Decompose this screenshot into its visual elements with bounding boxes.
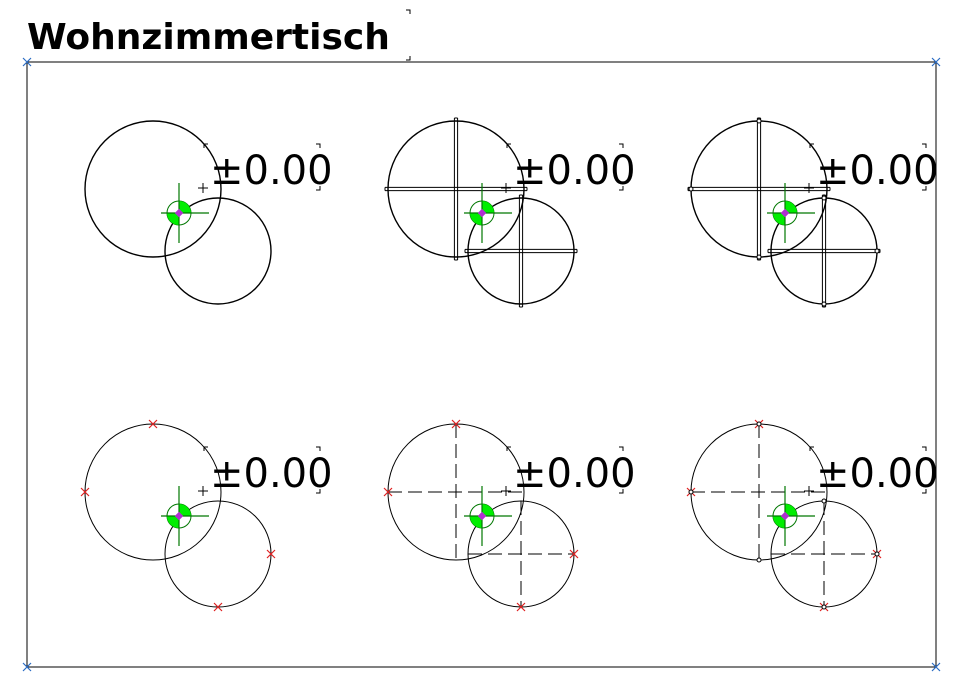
origin-quadrant (773, 213, 785, 225)
table-symbol-variant: ±0.00 (383, 419, 636, 612)
origin-quadrant (785, 504, 797, 516)
corner-marker-icon (22, 662, 32, 672)
elevation-label: ±0.00 (513, 148, 636, 194)
elevation-label: ±0.00 (513, 451, 636, 497)
origin-quadrant (482, 504, 494, 516)
origin-quadrant (482, 201, 494, 213)
table-outline-large-circle (387, 120, 525, 258)
origin-quadrant (167, 213, 179, 225)
point-dot-icon (756, 421, 762, 427)
insertion-plus-icon (501, 486, 511, 496)
insertion-plus-icon (198, 183, 208, 193)
point-marker-x-icon (383, 487, 393, 497)
table-outline-large-circle (690, 120, 828, 258)
title-corner-mark-br (406, 56, 411, 61)
label-bracket-mark (316, 186, 321, 191)
table-outline-small-circle (467, 197, 575, 305)
point-dot-icon (874, 551, 880, 557)
origin-quadrant (167, 516, 179, 528)
label-bracket-mark (619, 143, 624, 148)
elevation-label: ±0.00 (816, 451, 939, 497)
origin-dot (780, 511, 790, 521)
point-dot-icon (756, 118, 762, 124)
table-symbol-variant: ±0.00 (686, 419, 939, 612)
label-bracket-mark (922, 446, 927, 451)
origin-dot (174, 208, 184, 218)
origin-quadrant (785, 201, 797, 213)
origin-dot (477, 208, 487, 218)
origin-crosshair-icon (161, 183, 209, 243)
elevation-label: ±0.00 (816, 148, 939, 194)
point-marker-x-icon (569, 549, 579, 559)
frame-corner-markers (22, 57, 941, 672)
origin-crosshair-icon (464, 183, 512, 243)
label-bracket-mark (922, 489, 927, 494)
table-outline-large-circle (84, 423, 222, 561)
label-bracket-mark (316, 489, 321, 494)
point-dot-icon (756, 557, 762, 563)
label-bracket-mark (203, 143, 208, 148)
label-bracket-mark (809, 143, 814, 148)
point-marker-x-icon (451, 419, 461, 429)
table-symbol-grid: ±0.00 ±0.00 ±0.00 ±0.00 ±0.00 ±0.00 (80, 117, 939, 612)
label-bracket-mark (809, 446, 814, 451)
elevation-label: ±0.00 (210, 148, 333, 194)
origin-quadrant (470, 516, 482, 528)
corner-marker-icon (22, 57, 32, 67)
point-dot-icon (688, 489, 694, 495)
table-outline-small-circle (164, 197, 272, 305)
origin-crosshair-icon (767, 486, 815, 546)
table-symbol-variant: ±0.00 (687, 117, 939, 308)
point-dot-icon (874, 248, 880, 254)
drawing-title: Wohnzimmertisch (27, 17, 390, 58)
table-symbol-variant: ±0.00 (384, 117, 636, 308)
label-bracket-mark (316, 446, 321, 451)
insertion-plus-icon (198, 486, 208, 496)
point-marker-x-icon (213, 602, 223, 612)
label-bracket-mark (506, 446, 511, 451)
table-symbol-variant: ±0.00 (80, 419, 333, 612)
point-marker-x-icon (266, 549, 276, 559)
origin-crosshair-icon (767, 183, 815, 243)
label-bracket-mark (316, 143, 321, 148)
origin-quadrant (179, 201, 191, 213)
origin-crosshair-icon (464, 486, 512, 546)
point-dot-icon (756, 254, 762, 260)
table-outline-large-circle (84, 120, 222, 258)
point-marker-x-icon (516, 602, 526, 612)
origin-quadrant (179, 504, 191, 516)
point-dot-icon (821, 498, 827, 504)
origin-quadrant (773, 516, 785, 528)
origin-quadrant (470, 213, 482, 225)
label-bracket-mark (619, 489, 624, 494)
corner-marker-icon (931, 662, 941, 672)
label-bracket-mark (203, 446, 208, 451)
insertion-plus-icon (804, 486, 814, 496)
label-bracket-mark (619, 186, 624, 191)
point-dot-icon (821, 604, 827, 610)
point-dot-icon (821, 195, 827, 201)
elevation-label: ±0.00 (210, 451, 333, 497)
label-bracket-mark (619, 446, 624, 451)
insertion-plus-icon (804, 183, 814, 193)
insertion-plus-icon (501, 183, 511, 193)
title-corner-mark-tr (406, 9, 411, 14)
drawing-frame (26, 61, 937, 668)
label-bracket-mark (506, 143, 511, 148)
origin-crosshair-icon (161, 486, 209, 546)
point-marker-x-icon (148, 419, 158, 429)
label-bracket-mark (922, 143, 927, 148)
point-marker-x-icon (80, 487, 90, 497)
corner-marker-icon (931, 57, 941, 67)
title-block: Wohnzimmertisch (27, 9, 411, 61)
label-bracket-mark (922, 186, 927, 191)
origin-dot (477, 511, 487, 521)
point-dot-icon (821, 301, 827, 307)
point-dot-icon (688, 186, 694, 192)
table-symbol-variant: ±0.00 (84, 120, 333, 305)
